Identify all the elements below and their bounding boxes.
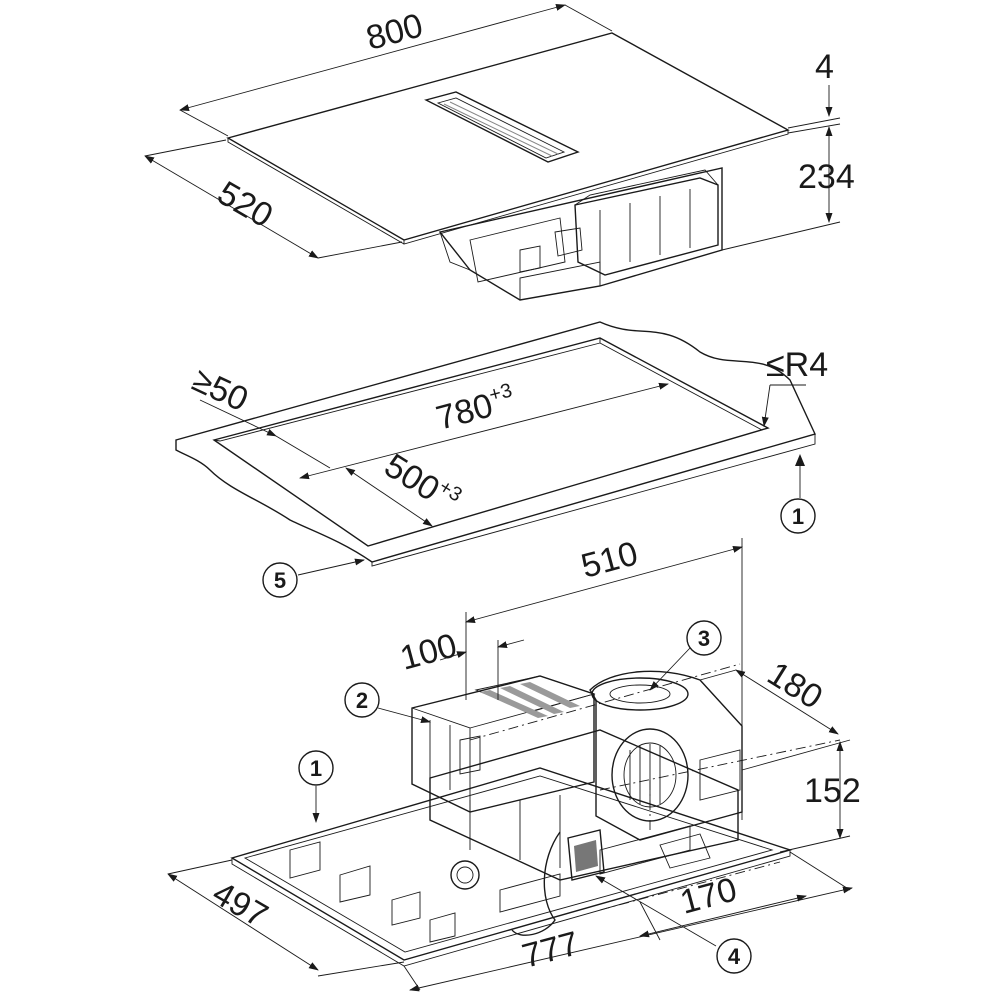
dimension-152: 152 bbox=[741, 739, 861, 853]
fan-outlet bbox=[591, 677, 689, 711]
worktop bbox=[175, 321, 816, 563]
callout-4-label: 4 bbox=[728, 944, 741, 969]
glass-ceramic-top bbox=[226, 32, 790, 241]
electrical-connector bbox=[567, 829, 605, 881]
dimension-label-780: 780+3 bbox=[432, 379, 519, 437]
dimension-497: 497 bbox=[167, 859, 405, 977]
center-lines bbox=[469, 663, 841, 911]
dimension-label-777: 777 bbox=[518, 924, 583, 975]
dimension-width-800: 800 bbox=[179, 3, 613, 137]
callout-1-bottom: 1 bbox=[298, 750, 334, 823]
cutout-opening bbox=[212, 337, 770, 547]
callout-1-top-label: 1 bbox=[792, 504, 804, 529]
dimension-label-152: 152 bbox=[804, 772, 861, 810]
dimension-label-234: 234 bbox=[798, 158, 855, 196]
fan-housing bbox=[589, 670, 743, 841]
callout-1-bottom-label: 1 bbox=[310, 756, 322, 781]
dimension-label-180: 180 bbox=[761, 655, 829, 717]
dimension-label-min-50: ≥50 bbox=[187, 361, 254, 419]
extraction-vent-slot bbox=[424, 91, 580, 163]
callout-5: 5 bbox=[262, 558, 365, 598]
connection-cable bbox=[511, 831, 561, 936]
dimension-heights: 4 234 bbox=[721, 48, 855, 251]
dimension-depth-520: 520 bbox=[144, 139, 403, 259]
cooktop-unit bbox=[226, 32, 790, 301]
cooktop-housing bbox=[438, 167, 723, 301]
fan-motor-housing bbox=[411, 675, 596, 813]
worktop-cutout: ≥50 780+3 500+3 ≤R4 bbox=[175, 321, 828, 567]
dimension-label-500: 500+3 bbox=[378, 446, 466, 521]
dimension-label-800: 800 bbox=[362, 6, 427, 57]
dimension-label-radius: ≤R4 bbox=[766, 346, 828, 384]
callout-2: 2 bbox=[344, 682, 431, 724]
callout-2-label: 2 bbox=[356, 688, 368, 713]
dimension-180: 180 bbox=[699, 655, 839, 735]
dimension-777-170: 170 777 bbox=[403, 851, 853, 992]
callout-5-label: 5 bbox=[274, 568, 286, 593]
callout-3: 3 bbox=[649, 620, 722, 691]
callout-4: 4 bbox=[595, 875, 752, 974]
callout-3-label: 3 bbox=[698, 626, 710, 651]
dimension-label-100: 100 bbox=[396, 626, 461, 677]
dimension-label-4: 4 bbox=[815, 48, 834, 86]
callout-1-top: 1 bbox=[780, 454, 816, 534]
dimension-label-510: 510 bbox=[577, 534, 642, 585]
dimension-label-520: 520 bbox=[211, 174, 279, 235]
